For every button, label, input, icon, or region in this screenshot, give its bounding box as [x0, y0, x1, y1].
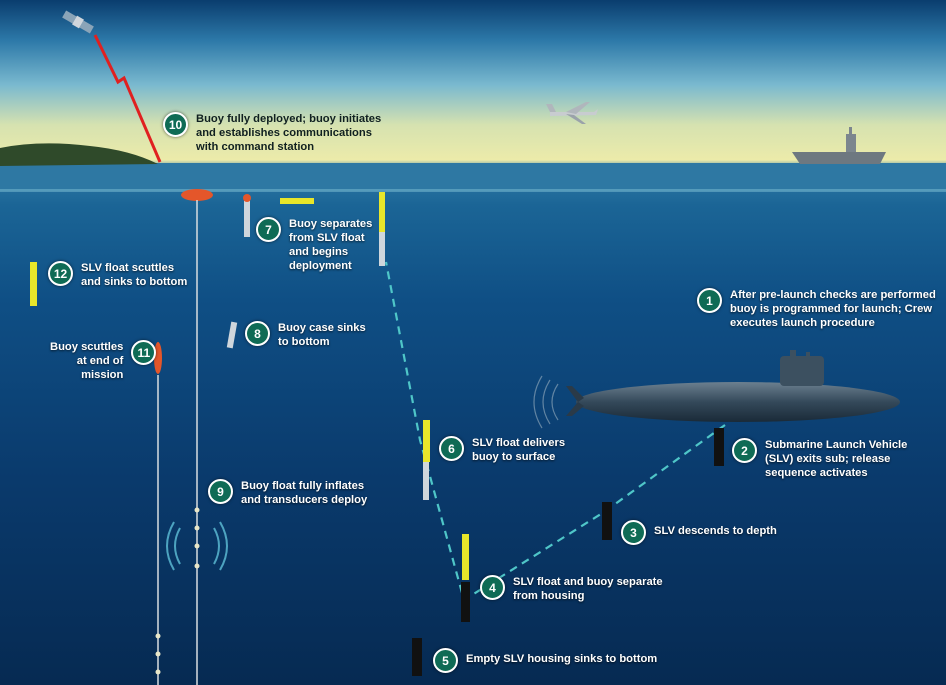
step-number-badge: 8	[245, 321, 270, 346]
step-6: 6 SLV float delivers buoy to surface	[439, 436, 565, 464]
submarine-icon	[533, 350, 900, 429]
step-4: 4 SLV float and buoy separate from housi…	[480, 575, 663, 603]
step-caption: SLV float delivers buoy to surface	[472, 437, 566, 463]
scuttled-buoy-icon	[154, 342, 162, 374]
buoy-case-icon	[226, 321, 238, 349]
step-number-badge: 9	[208, 479, 233, 504]
scuttled-float-icon	[30, 262, 37, 306]
step-number-badge: 10	[163, 112, 188, 137]
step-number-badge: 12	[48, 261, 73, 286]
step-1: 1 After pre-launch checks are performed …	[697, 288, 936, 330]
scuttled-transducers	[155, 633, 161, 675]
step-caption: Buoy separates from SLV float and begins…	[289, 218, 373, 272]
step-number-badge: 3	[621, 520, 646, 545]
step-caption: Buoy float fully inflates and transducer…	[241, 480, 368, 506]
step-9: 9 Buoy float fully inflates and transduc…	[208, 479, 367, 507]
step-caption: SLV float scuttles and sinks to bottom	[81, 262, 188, 288]
exiting-slv-icon	[714, 428, 724, 466]
step-caption: Submarine Launch Vehicle (SLV) exits sub…	[765, 439, 908, 479]
step-number-badge: 2	[732, 438, 757, 463]
step-7: 7 Buoy separates from SLV float and begi…	[256, 217, 372, 273]
step-caption: After pre-launch checks are performed bu…	[730, 289, 936, 329]
step-number-badge: 1	[697, 288, 722, 313]
aircraft-carrier-icon	[792, 127, 886, 164]
step-caption: Buoy fully deployed; buoy initiates and …	[196, 113, 382, 153]
separating-float-icon	[461, 534, 470, 622]
surface-buoy-icon	[181, 189, 213, 201]
step-3: 3 SLV descends to depth	[621, 520, 777, 545]
step-11: Buoy scuttles at end of mission 11	[50, 340, 157, 382]
step-caption: Buoy scuttles at end of mission	[50, 341, 124, 381]
step-caption: SLV descends to depth	[654, 525, 777, 537]
step-8: 8 Buoy case sinks to bottom	[245, 321, 366, 349]
float-delivering-buoy-icon	[423, 420, 430, 500]
step-number-badge: 11	[131, 340, 157, 365]
waterline	[0, 189, 946, 192]
transducer-array	[194, 507, 200, 569]
step-caption: Buoy case sinks to bottom	[278, 322, 366, 348]
step-12: 12 SLV float scuttles and sinks to botto…	[48, 261, 187, 289]
sea-surface	[0, 163, 946, 191]
step-caption: Empty SLV housing sinks to bottom	[466, 653, 658, 665]
aircraft-icon	[546, 102, 598, 124]
step-10: 10 Buoy fully deployed; buoy initiates a…	[163, 112, 381, 154]
satellite-icon	[62, 10, 94, 34]
step-number-badge: 5	[433, 648, 458, 673]
ascending-float-surface-icon	[379, 192, 385, 266]
separating-buoy-icon	[243, 194, 314, 237]
radio-link-icon	[93, 34, 162, 163]
descending-slv-icon	[602, 502, 612, 540]
step-number-badge: 6	[439, 436, 464, 461]
empty-housing-icon	[412, 638, 422, 676]
island	[0, 143, 158, 166]
step-5: 5 Empty SLV housing sinks to bottom	[433, 648, 657, 673]
step-caption: SLV float and buoy separate from housing	[513, 576, 663, 602]
step-number-badge: 4	[480, 575, 505, 600]
step-2: 2 Submarine Launch Vehicle (SLV) exits s…	[732, 438, 907, 480]
slv-path	[384, 261, 726, 602]
step-number-badge: 7	[256, 217, 281, 242]
sonar-waves-icon	[166, 521, 228, 571]
